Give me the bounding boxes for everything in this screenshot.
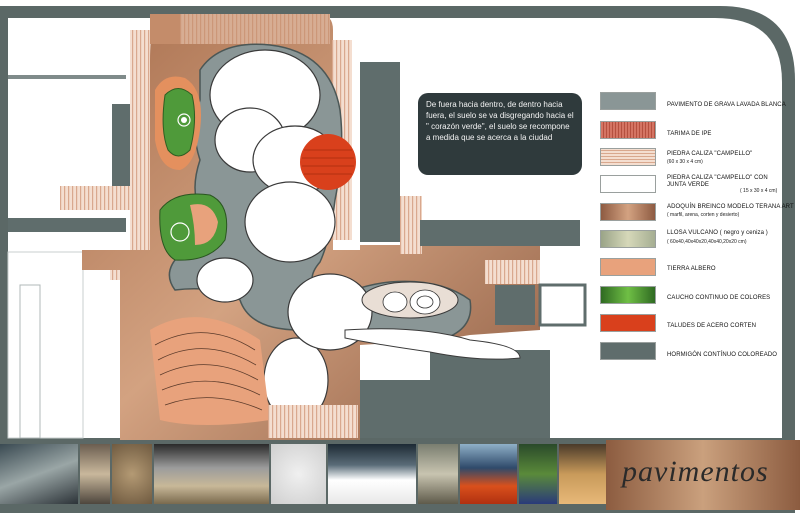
legend-swatch-rubber <box>600 286 656 304</box>
legend-label-corten: TALUDES DE ACERO CORTEN <box>667 323 757 329</box>
photo-path <box>80 444 110 504</box>
legend-label-limestone-green-joint: PIEDRA CALIZA "CAMPELLO" CON JUNTA VERDE <box>667 175 768 188</box>
legend-sub-limestone-green-joint: ( 15 x 30 x 4 cm) <box>740 188 778 194</box>
legend-swatch-breinco-paver <box>600 203 656 221</box>
legend-swatch-concrete <box>600 342 656 360</box>
photo-paving <box>418 444 458 504</box>
photo-colored-rubber <box>460 444 517 504</box>
legend-label-vulcano-slab: LLOSA VULCANO ( negro y ceniza ) <box>667 230 768 236</box>
legend-label-gravel: PAVIMENTO DE GRAVA LAVADA BLANCA <box>667 102 786 108</box>
legend-swatch-corten <box>600 314 656 332</box>
photo-plaza <box>328 444 416 504</box>
board-title: pavimentos <box>622 455 769 488</box>
photo-steps <box>0 444 78 504</box>
photo-gravel <box>112 444 152 504</box>
legend-swatch-limestone-green-joint <box>600 175 656 193</box>
legend-swatch-ipe <box>600 121 656 139</box>
photo-limestone-texture <box>271 444 326 504</box>
legend-label-concrete: HORMIGÓN CONTÍNUO COLOREADO <box>667 352 778 358</box>
legend-swatch-limestone <box>600 148 656 166</box>
legend-sub-vulcano-slab: ( 60x40,40x40x20,40x40,20x20 cm) <box>667 239 747 245</box>
legend-label-ipe: TARIMA DE IPE <box>667 131 712 137</box>
legend-label-breinco-paver: ADOQUÍN BREINCO MODELO TERANA ART <box>667 204 794 210</box>
photo-curved-bench <box>154 444 269 504</box>
title-tab-shape <box>606 440 800 510</box>
photo-playground <box>519 444 557 504</box>
legend-label-limestone: PIEDRA CALIZA "CAMPELLO" <box>667 151 753 157</box>
legend-sub-limestone: (60 x 30 x 4 cm) <box>667 159 703 165</box>
concept-note-text: De fuera hacia dentro, de dentro hacia f… <box>426 100 574 142</box>
legend-sub-breinco-paver: ( marfil, arena, corten y desierto) <box>667 212 740 218</box>
photo-sand <box>559 444 609 504</box>
legend-label-albero: TIERRA ALBERO <box>667 266 716 272</box>
reference-photo-strip <box>0 444 610 504</box>
legend-swatch-albero <box>600 258 656 276</box>
legend-label-rubber: CAUCHO CONTINUO DE COLORES <box>667 295 771 301</box>
legend-swatch-vulcano-slab <box>600 230 656 248</box>
legend-swatch-gravel <box>600 92 656 110</box>
concept-note: De fuera hacia dentro, de dentro hacia f… <box>418 93 582 175</box>
